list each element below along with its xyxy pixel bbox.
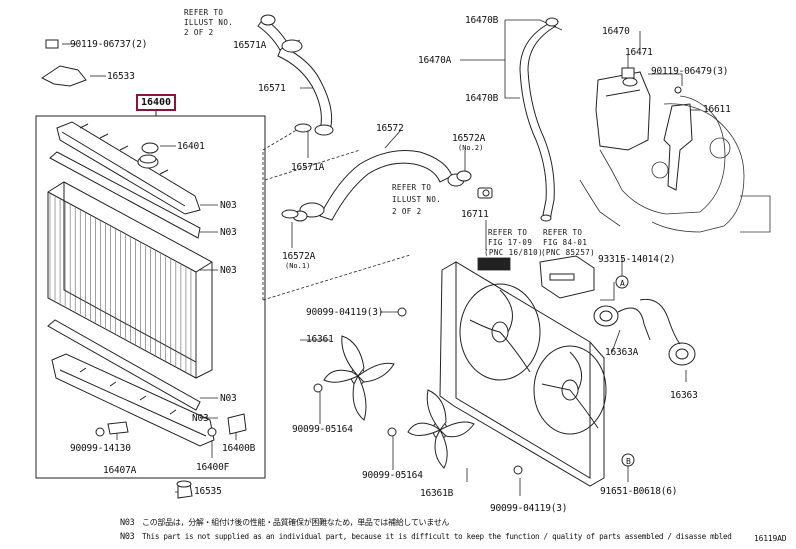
- fan-connector: [539, 255, 595, 299]
- label-16572[interactable]: 16572: [376, 123, 404, 134]
- ref-fig8401-line1: REFER TO: [543, 228, 583, 237]
- gasket-lower: [47, 319, 201, 411]
- label-90099-05164-a[interactable]: 90099-05164: [292, 424, 353, 435]
- label-90119-06737[interactable]: 90119-06737(2): [70, 39, 148, 50]
- label-16470[interactable]: 16470: [602, 26, 630, 37]
- label-n03-4[interactable]: N03: [220, 393, 237, 404]
- engine-block: [579, 95, 771, 233]
- label-16407A[interactable]: 16407A: [103, 465, 137, 476]
- label-16572A-no2[interactable]: 16572A: [452, 133, 486, 144]
- ref-boxes: [477, 257, 511, 271]
- small-parts: [41, 39, 635, 499]
- core-fins: [49, 194, 197, 377]
- label-90099-14130[interactable]: 90099-14130: [70, 443, 131, 454]
- fan-motor-16363: [639, 298, 696, 366]
- note-jp-code: N03: [120, 518, 135, 528]
- fan-16361: [323, 335, 395, 421]
- reservoir-bracket: [663, 86, 693, 191]
- reserve-hose: [519, 17, 559, 222]
- label-16535[interactable]: 16535: [194, 486, 222, 497]
- lower-tank: [51, 353, 215, 447]
- radiator-cap: [137, 154, 159, 169]
- fan-shroud: [439, 261, 607, 487]
- note-en-text: This part is not supplied as an individu…: [142, 532, 732, 541]
- note-jp-text: この部品は，分解・組付け後の性能・品質確保が困難なため，単品では補給していません: [142, 518, 450, 527]
- marker-B-right: B: [626, 457, 631, 466]
- label-16470B-mid[interactable]: 16470B: [465, 93, 499, 104]
- label-n03-2[interactable]: N03: [220, 227, 237, 238]
- label-16470B-top[interactable]: 16470B: [465, 15, 499, 26]
- label-90099-04119-b[interactable]: 90099-04119(3): [490, 503, 568, 514]
- label-16571A-mid[interactable]: 16571A: [291, 162, 325, 173]
- upper-tank: [56, 121, 201, 215]
- label-n03-1[interactable]: N03: [220, 200, 237, 211]
- label-16401[interactable]: 16401: [177, 141, 205, 152]
- ref-mid-line1: REFER TO: [392, 183, 432, 192]
- fan-16361B: [407, 389, 475, 469]
- label-16470A[interactable]: 16470A: [418, 55, 452, 66]
- label-16571[interactable]: 16571: [258, 83, 286, 94]
- label-93315-14014[interactable]: 93315-14014(2): [598, 254, 676, 265]
- label-16711[interactable]: 16711: [461, 209, 489, 220]
- label-16361[interactable]: 16361: [306, 334, 334, 345]
- gasket-upper: [49, 151, 201, 239]
- label-16363[interactable]: 16363: [670, 390, 698, 401]
- label-16571A-top[interactable]: 16571A: [233, 40, 267, 51]
- label-90119-06479[interactable]: 90119-06479(3): [651, 66, 729, 77]
- label-n03-5[interactable]: N03: [192, 413, 209, 424]
- note-en-code: N03: [120, 532, 135, 542]
- ref-mid-line2: ILLUST NO.: [392, 195, 442, 204]
- marker-A-right: A: [620, 279, 625, 288]
- label-16363A[interactable]: 16363A: [605, 347, 639, 358]
- lower-hose-16572: [292, 150, 465, 222]
- radiator-group-frame: [35, 115, 266, 479]
- fan-motor-16363A: [593, 305, 651, 341]
- dashed-leaders: [262, 127, 411, 301]
- ref-fig8401-line3: (PNC 85257): [541, 248, 596, 257]
- ref-fig1709-line2: FIG 17-09: [488, 238, 533, 247]
- label-16572A-no1[interactable]: 16572A: [282, 251, 316, 262]
- part-16400-box[interactable]: 16400: [136, 94, 176, 111]
- reservoir-tank: [595, 67, 651, 151]
- clamps: [281, 123, 472, 219]
- ref-top-line1: REFER TO: [184, 8, 224, 17]
- upper-hose-16571: [257, 14, 334, 136]
- drain-cock: [477, 187, 493, 199]
- ref-mid-line3: 2 OF 2: [392, 207, 422, 216]
- label-16572A-no2-sub: (No.2): [458, 144, 484, 152]
- label-16400F[interactable]: 16400F: [196, 462, 230, 473]
- ref-top-line3: 2 OF 2: [184, 28, 214, 37]
- label-91651-B0618[interactable]: 91651-B0618(6): [600, 486, 678, 497]
- label-16400B[interactable]: 16400B: [222, 443, 256, 454]
- label-90099-05164-b[interactable]: 90099-05164: [362, 470, 423, 481]
- ref-fig8401-line2: FIG 84-01: [543, 238, 588, 247]
- ref-fig1709-line1: REFER TO: [488, 228, 528, 237]
- label-16611[interactable]: 16611: [703, 104, 731, 115]
- label-16361B[interactable]: 16361B: [420, 488, 454, 499]
- label-16471[interactable]: 16471: [625, 47, 653, 58]
- ref-fig1709-line3: (PNC 16/810): [484, 248, 543, 257]
- label-n03-3[interactable]: N03: [220, 265, 237, 276]
- label-16533[interactable]: 16533: [107, 71, 135, 82]
- label-16572A-no1-sub: (No.1): [285, 262, 311, 270]
- figure-id: 16119AD: [754, 534, 787, 543]
- ref-top-line2: ILLUST NO.: [184, 18, 234, 27]
- label-90099-04119-a[interactable]: 90099-04119(3): [306, 307, 384, 318]
